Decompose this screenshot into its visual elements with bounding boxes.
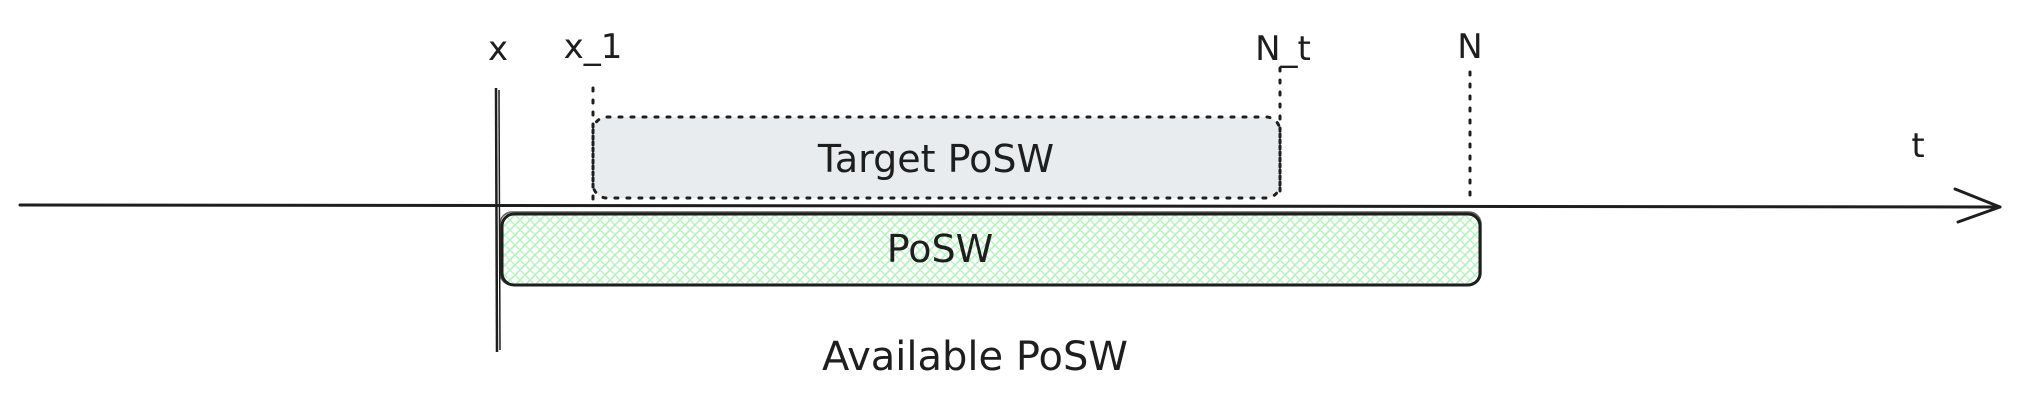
posw-label: PoSW (887, 227, 994, 271)
nt-label: N_t (1255, 29, 1311, 69)
time-axis (18, 203, 2002, 209)
x-marker-line (494, 87, 499, 353)
time-axis-arrowhead (1953, 187, 2002, 224)
x1-label: x_1 (564, 27, 623, 67)
target-posw-box (591, 115, 1282, 200)
available-posw-caption: Available PoSW (822, 334, 1128, 380)
x-marker-line-sketch (498, 89, 501, 351)
t-axis-label: t (1911, 126, 1924, 166)
n-label: N (1457, 27, 1482, 67)
x-label: x (488, 29, 508, 69)
target-posw-label: Target PoSW (817, 137, 1054, 181)
